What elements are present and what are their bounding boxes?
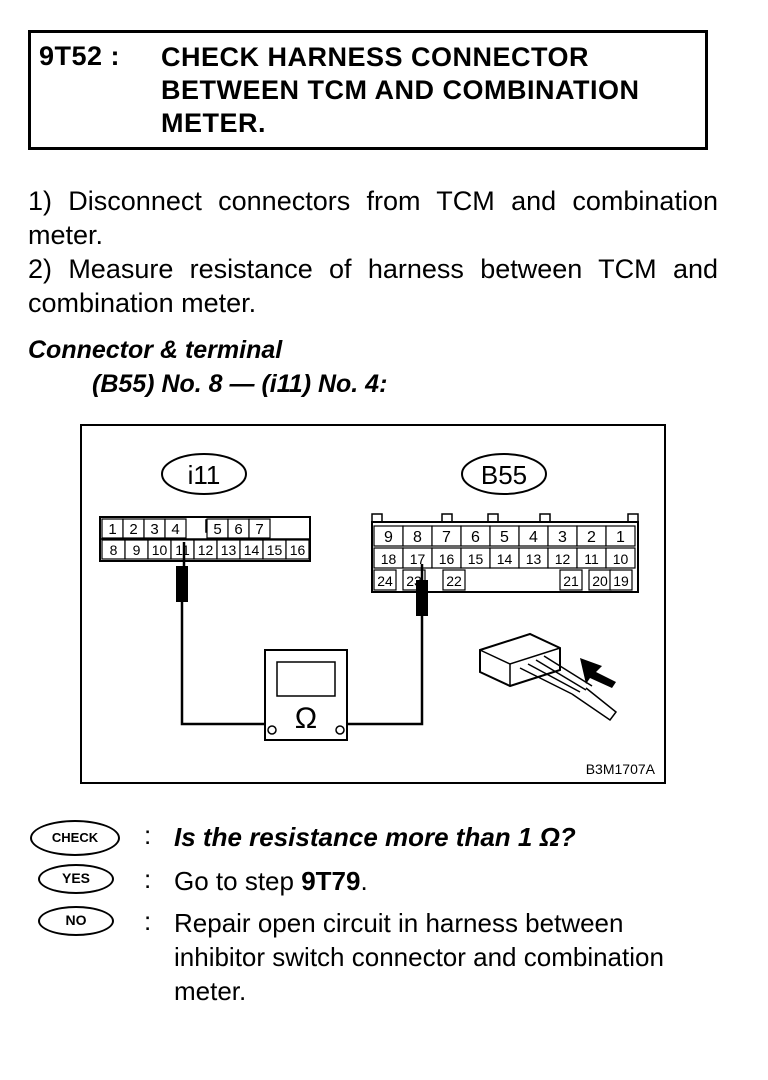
terminal-number: 9 (133, 542, 141, 558)
terminal-number: 22 (446, 573, 462, 589)
terminal-number: 15 (267, 542, 283, 558)
i11-label-ellipse (161, 453, 247, 495)
terminal-number: 24 (377, 573, 393, 589)
terminal-number: 9 (384, 529, 393, 546)
terminal-number: 1 (108, 521, 116, 538)
terminal-cell (164, 518, 187, 539)
step-id: 9T52 : (39, 41, 121, 71)
terminal-number: 6 (234, 521, 242, 538)
terminal-number: 18 (381, 551, 397, 567)
figure-code: B3M1707A (586, 761, 656, 777)
test-leads (176, 542, 428, 726)
b55-label: B55 (481, 460, 527, 490)
right-probe (416, 580, 428, 616)
terminal-number: 1 (616, 529, 625, 546)
left-probe (176, 566, 188, 602)
terminal-number: 3 (150, 521, 158, 538)
terminal-number: 4 (529, 529, 538, 546)
terminal-number: 15 (468, 551, 484, 567)
terminal-number: 2 (587, 529, 596, 546)
terminal-number: 21 (563, 573, 579, 589)
no-badge: NO (38, 906, 114, 936)
instruction-step-2: 2) Measure resistance of harness between… (28, 254, 718, 318)
i11-label: i11 (188, 460, 221, 490)
terminal-cell (285, 539, 310, 560)
connector-heading: Connector & terminal (28, 336, 283, 364)
ohm-symbol: Ω (295, 702, 317, 735)
terminal-number: 13 (221, 542, 237, 558)
terminal-number: 7 (255, 521, 263, 538)
yes-step-link[interactable]: 9T79 (301, 866, 361, 896)
terminal-cell (373, 569, 397, 591)
connector-terminal: (B55) No. 8 — (i11) No. 4: (92, 370, 388, 398)
terminal-cell (442, 569, 466, 591)
diagram-frame (80, 424, 666, 784)
terminal-number: 16 (439, 551, 455, 567)
terminal-number: 4 (171, 521, 179, 538)
check-question: Is the resistance more than 1 Ω? (174, 822, 576, 852)
terminal-number: 20 (592, 573, 608, 589)
terminal-number: 2 (129, 521, 137, 538)
terminal-cell (248, 518, 271, 539)
terminal-number: 5 (500, 529, 509, 546)
terminal-number: 8 (413, 529, 422, 546)
terminal-number: 12 (198, 542, 214, 558)
instructions: 1) Disconnect connectors from TCM and co… (28, 184, 718, 320)
terminal-number: 16 (290, 542, 306, 558)
step-title: CHECK HARNESS CONNECTOR BETWEEN TCM AND … (161, 42, 640, 138)
step-header-box: 9T52 : CHECK HARNESS CONNECTOR BETWEEN T… (28, 30, 708, 150)
terminal-number: 10 (152, 542, 168, 558)
terminal-cell (559, 569, 583, 591)
connector-probe-illustration (479, 632, 618, 722)
terminal-number: 7 (442, 529, 451, 546)
terminal-cell (605, 547, 636, 569)
terminal-number: 12 (555, 551, 571, 567)
terminal-number: 17 (410, 551, 426, 567)
b55-label-ellipse (461, 453, 547, 495)
terminal-number: 14 (497, 551, 513, 567)
check-badge: CHECK (30, 820, 120, 856)
yes-badge: YES (38, 864, 114, 894)
terminal-number: 3 (558, 529, 567, 546)
terminal-number: 11 (175, 542, 190, 558)
instruction-step-1: 1) Disconnect connectors from TCM and co… (28, 186, 718, 250)
terminal-cell (605, 525, 636, 547)
no-result: Repair open circuit in harness between i… (174, 908, 664, 1006)
terminal-number: 13 (526, 551, 542, 567)
terminal-number: 10 (613, 551, 629, 567)
terminal-number: 19 (613, 573, 629, 589)
terminal-number: 8 (110, 542, 118, 558)
yes-result: Go to step 9T79. (174, 866, 368, 896)
ohmmeter: Ω (264, 649, 348, 741)
terminal-number: 6 (471, 529, 480, 546)
terminal-number: 11 (584, 551, 599, 567)
terminal-number: 5 (213, 521, 221, 538)
terminal-number: 14 (244, 542, 260, 558)
terminal-cell (609, 569, 633, 591)
